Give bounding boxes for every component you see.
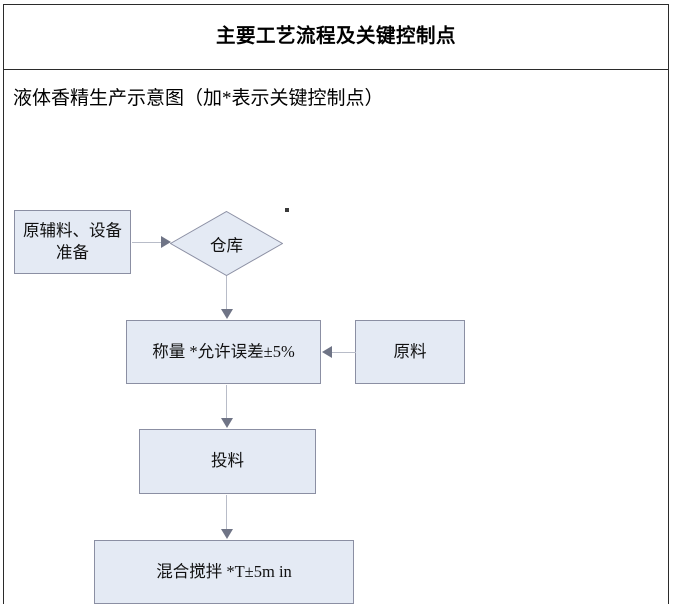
flow-node-warehouse[interactable]: 仓库 — [170, 211, 283, 276]
edge-line — [226, 385, 227, 423]
page-title: 主要工艺流程及关键控制点 — [215, 26, 456, 48]
flow-node-prep[interactable]: 原辅料、设备准备 — [14, 210, 131, 274]
page-canvas: 主要工艺流程及关键控制点 液体香精生产示意图（加*表示关键控制点） 原辅料、设备… — [3, 4, 669, 604]
flow-node-weigh-label: 称量 *允许误差±5% — [152, 341, 295, 361]
edge-line — [326, 352, 356, 353]
document-table-frame: 主要工艺流程及关键控制点 液体香精生产示意图（加*表示关键控制点） 原辅料、设备… — [3, 4, 669, 604]
stray-mark-icon — [285, 208, 289, 212]
flow-node-mix[interactable]: 混合搅拌 *T±5m in — [94, 540, 354, 604]
arrow-down-icon — [221, 418, 233, 428]
flow-node-charge[interactable]: 投料 — [139, 429, 316, 494]
flow-node-warehouse-label: 仓库 — [210, 235, 243, 255]
flow-node-material-label: 原料 — [393, 341, 427, 361]
edge-line — [132, 242, 169, 243]
flow-node-mix-label: 混合搅拌 *T±5m in — [156, 561, 292, 581]
flow-node-material[interactable]: 原料 — [355, 320, 465, 384]
arrow-left-icon — [322, 346, 332, 358]
arrow-down-icon — [221, 309, 233, 319]
edge-line — [226, 276, 227, 314]
flow-node-weigh[interactable]: 称量 *允许误差±5% — [126, 320, 321, 384]
edge-line — [226, 495, 227, 533]
arrow-right-icon — [161, 236, 171, 248]
arrow-down-icon — [221, 529, 233, 539]
diamond-shape-icon — [170, 211, 283, 276]
flow-node-charge-label: 投料 — [211, 451, 244, 471]
diagram-cell: 液体香精生产示意图（加*表示关键控制点） 原辅料、设备准备 仓库 — [4, 70, 668, 605]
diagram-subtitle: 液体香精生产示意图（加*表示关键控制点） — [13, 88, 384, 109]
title-cell: 主要工艺流程及关键控制点 — [4, 5, 668, 70]
flow-node-prep-label: 原辅料、设备准备 — [23, 220, 122, 262]
